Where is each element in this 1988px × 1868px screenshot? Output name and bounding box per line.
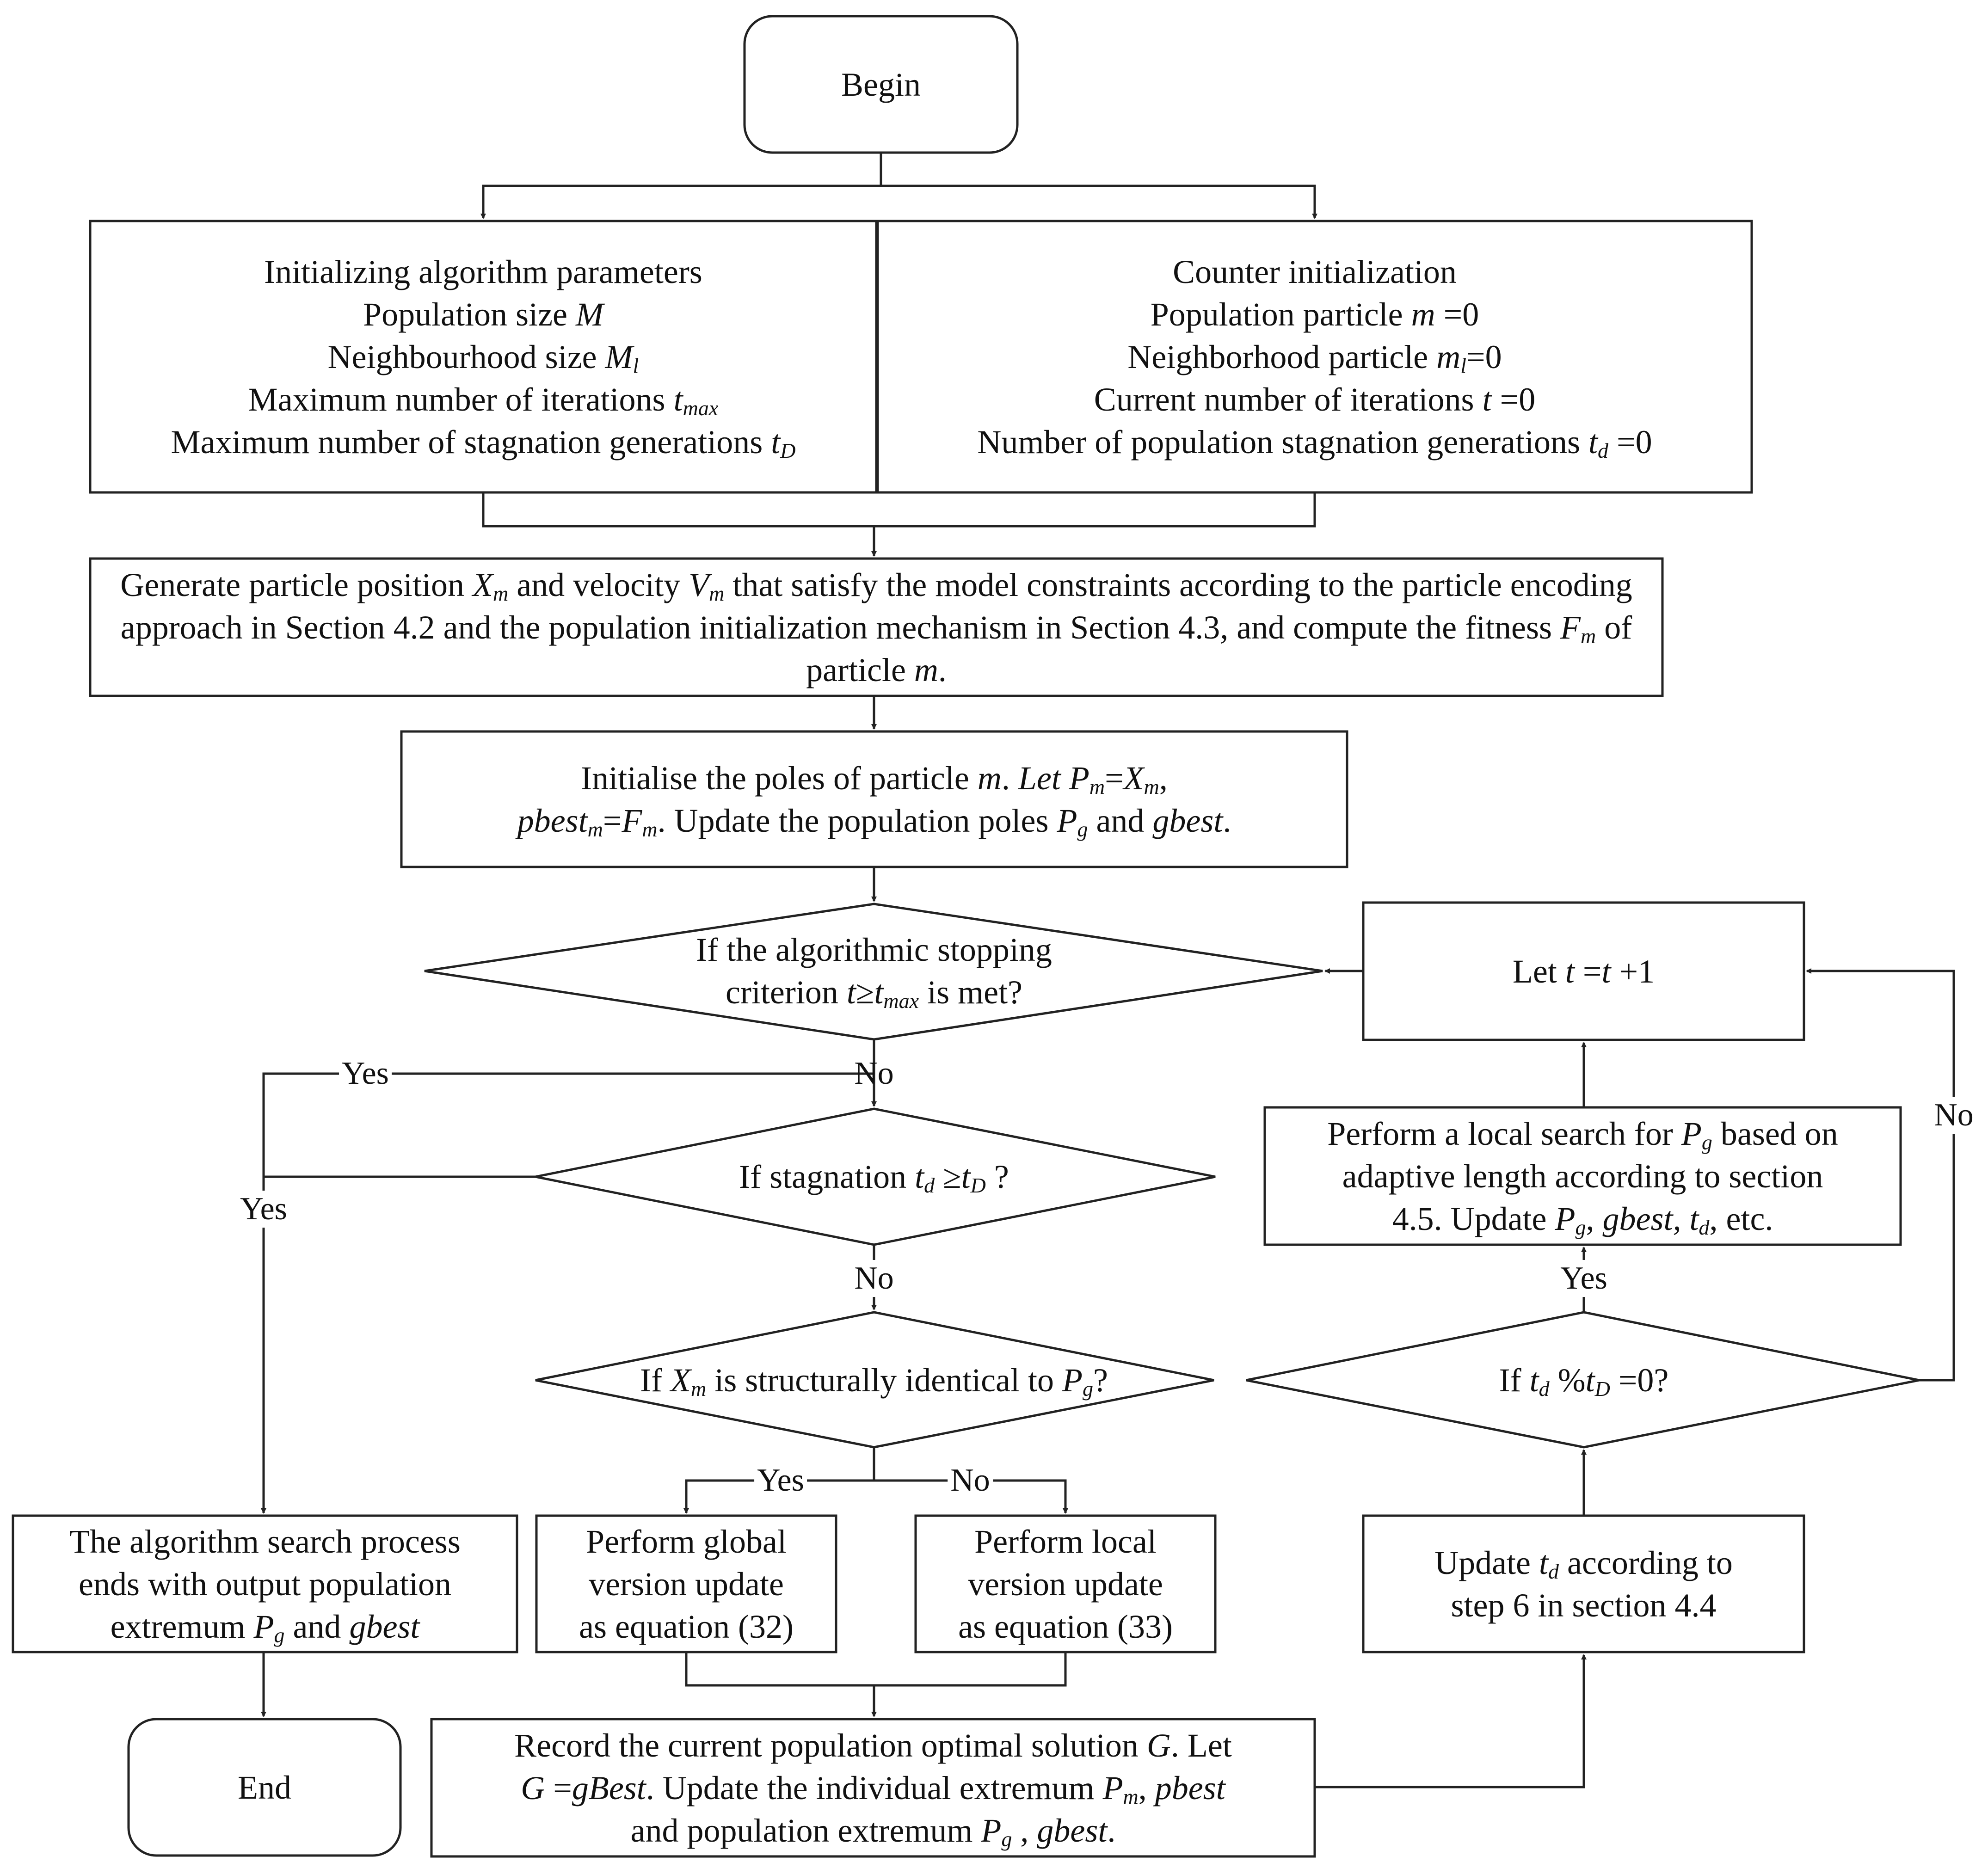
- init-counter-box: [876, 220, 1753, 494]
- generate-label: Generate particle position Xm and veloci…: [120, 566, 1632, 688]
- edge-label-stop-yes: Yes: [339, 1055, 392, 1092]
- edge-label-stagnation-no: No: [851, 1260, 897, 1297]
- record-label: Record the current population optimal so…: [514, 1727, 1232, 1851]
- init-counter-line-5: Number of population stagnation generati…: [977, 423, 1652, 462]
- local-search-label: Perform a local search for Pg based on a…: [1327, 1115, 1838, 1239]
- edge-label-identical-no: No: [948, 1462, 993, 1499]
- connector-record-to-update-td: [1315, 1654, 1587, 1788]
- begin-text: Begin: [841, 66, 921, 103]
- init-params-line-5: Maximum number of stagnation generations…: [171, 423, 796, 462]
- init-params-label: Initializing algorithm parameters Popula…: [90, 221, 876, 492]
- output-box: [12, 1514, 518, 1653]
- stop-check-label: If the algorithmic stopping criterion t≥…: [696, 931, 1052, 1013]
- init-params-box: [89, 220, 878, 494]
- end-label: End: [129, 1719, 400, 1856]
- connector-stop-yes: [262, 1072, 874, 1177]
- mod-check-label: If td %tD =0?: [1499, 1362, 1669, 1401]
- edge-label-mod-no: No: [1931, 1097, 1976, 1134]
- local-update-label: Perform local version update as equation…: [958, 1523, 1173, 1645]
- init-params-line-1: Initializing algorithm parameters: [264, 253, 702, 290]
- begin-label: Begin: [745, 16, 1017, 153]
- connector-updates-merge: [685, 1652, 1067, 1687]
- edge-label-mod-yes: Yes: [1557, 1260, 1610, 1297]
- init-poles-label: Initialise the poles of particle m. Let …: [517, 759, 1231, 841]
- local-update-box: [914, 1514, 1217, 1653]
- edge-label-stagnation-yes: Yes: [237, 1191, 290, 1228]
- update-td-label: Update td according to step 6 in section…: [1434, 1544, 1733, 1624]
- generate-box: [89, 557, 1664, 697]
- global-update-label: Perform global version update as equatio…: [579, 1523, 794, 1645]
- init-params-line-4: Maximum number of iterations tmax: [248, 381, 719, 420]
- update-td-box: [1362, 1514, 1805, 1653]
- mod-check-diamond: [1246, 1311, 1920, 1449]
- increment-box: [1362, 901, 1805, 1041]
- init-params-line-3: Neighbourhood size Ml: [327, 338, 639, 377]
- edge-label-identical-yes: Yes: [754, 1462, 807, 1499]
- end-text: End: [238, 1769, 291, 1806]
- end-terminal: [127, 1718, 402, 1857]
- connector-mod-no: [1806, 968, 1955, 1382]
- init-counter-line-2: Population particle m =0: [1150, 295, 1479, 333]
- increment-label: Let t =t +1: [1512, 952, 1655, 990]
- stagnation-label: If stagnation td ≥tD ?: [739, 1158, 1009, 1197]
- identical-label: If Xm is structurally identical to Pg?: [640, 1362, 1108, 1401]
- connector-split-right: [881, 184, 1317, 219]
- output-label: The algorithm search process ends with o…: [69, 1523, 461, 1647]
- local-search-box: [1263, 1106, 1902, 1246]
- init-counter-label: Counter initialization Population partic…: [878, 221, 1752, 492]
- connector-identical-yes: [683, 1479, 874, 1514]
- init-params-line-2: Population size M: [363, 295, 603, 333]
- init-counter-line-4: Current number of iterations t =0: [1094, 381, 1536, 418]
- connector-merge: [482, 492, 1316, 528]
- init-counter-line-1: Counter initialization: [1173, 253, 1457, 290]
- init-poles-box: [400, 730, 1348, 868]
- record-box: [430, 1718, 1316, 1858]
- edge-label-stop-no: No: [854, 1056, 894, 1091]
- connector-split-left: [480, 184, 881, 219]
- connector-stagnation-yes: [261, 1175, 535, 1514]
- connector-identical-no: [874, 1479, 1068, 1514]
- init-counter-line-3: Neighborhood particle ml=0: [1127, 338, 1502, 377]
- global-update-box: [535, 1514, 837, 1653]
